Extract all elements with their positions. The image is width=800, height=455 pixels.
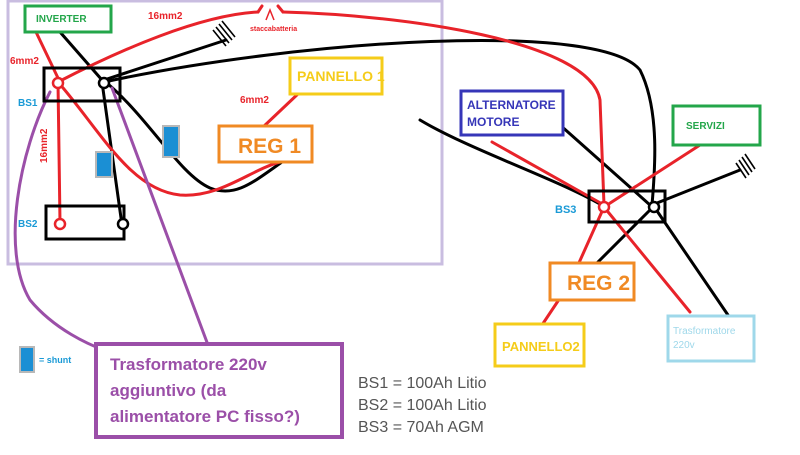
battery-bs3 [587,189,667,224]
wire-reg1-pannello1 [260,90,302,130]
wire-bs1-bs2-pos [56,80,62,224]
shunt-reg1 [162,125,180,158]
wire-inverter-neg [58,30,104,82]
negative-wires [58,30,742,320]
bs2-label: BS2 [18,219,38,230]
reg2-box [548,261,636,302]
wire-alternatore-pos [490,140,606,207]
wire-servizi-pos [602,143,702,209]
pannello1-box [288,56,384,96]
ground-icon-bs3 [735,153,756,179]
battery-legend-bs3: BS3 = 70Ah AGM [358,419,484,436]
bs3-positive-terminal [597,200,611,214]
bs3-negative-terminal [647,200,661,214]
wire-6mm2-reg-label: 6mm2 [240,95,269,106]
reg1-label: REG 1 [238,135,301,158]
ground-icon [212,20,236,47]
wire-bs1-reg1 [56,80,282,197]
wire-16mm2-vertical-label: 16mm2 [39,128,50,163]
staccabatteria-switch [265,7,275,21]
note-line-1: Trasformatore 220v [110,355,267,374]
positive-wires [34,4,702,327]
reg1-box [217,124,314,164]
pannello1-label: PANNELLO 1 [297,68,385,84]
wire-trasformatore-pos [13,90,106,352]
wire-bs3-reg2-neg [586,206,654,274]
wire-staccabatteria-body [256,4,285,14]
wire-bs1-bs3-cross [418,118,607,209]
wire-6mm2-left-label: 6mm2 [10,56,39,67]
bs1-label: BS1 [18,98,38,109]
shunt-bs1-bs2 [95,151,113,178]
bs3-label: BS3 [555,204,576,216]
battery-bs1 [42,66,122,103]
note-line-2: aggiuntivo (da [110,381,227,400]
pannello2-box [493,322,586,368]
wire-trasformatore-neg [110,86,210,347]
alternatore-label-2: MOTORE [467,115,519,129]
trasformatore220-box [666,314,756,363]
bs1-positive-terminal [51,76,65,90]
trasformatore220-label-1: Trasformatore [673,326,736,337]
note-line-3: alimentatore PC fisso?) [110,407,300,426]
pannello2-label: PANNELLO2 [502,339,580,354]
battery-legend-bs1: BS1 = 100Ah Litio [358,375,487,392]
wire-bs1-ground [102,38,228,82]
wire-inverter-pos [34,30,60,80]
shunt-legend-icon [19,346,35,373]
wire-bs1-staccabatteria [56,10,260,84]
alternatore-label-1: ALTERNATORE [467,98,556,112]
servizi-label: SERVIZI [686,121,725,132]
transformer-wires [13,86,210,352]
wire-16mm2-top-label: 16mm2 [148,11,183,22]
reg2-label: REG 2 [567,272,630,295]
alternatore-box [459,89,565,137]
inverter-box [23,4,113,34]
staccabatteria-label: staccabatteria [250,26,297,33]
wire-bs3-trasf-neg [653,206,732,320]
wire-bs1-bs3-neg [102,38,657,207]
battery-legend-bs2: BS2 = 100Ah Litio [358,397,487,414]
bs1-negative-terminal [97,76,111,90]
wire-servizi-neg [650,168,742,207]
wire-staccabatteria-bs3 [281,10,606,207]
trasformatore220-label-2: 220v [673,340,695,351]
wire-bs3-reg2-pos [576,205,606,267]
wire-bs1-reg1-loop [106,82,302,193]
bs2-negative-terminal [116,217,130,231]
servizi-box [671,104,762,147]
bs2-positive-terminal [53,217,67,231]
wire-bs3-trasf-pos [602,205,692,314]
wire-reg2-pannello2 [540,296,562,327]
inverter-label: INVERTER [36,14,87,25]
shunt-legend-label: = shunt [39,355,71,365]
note-box [94,342,344,439]
